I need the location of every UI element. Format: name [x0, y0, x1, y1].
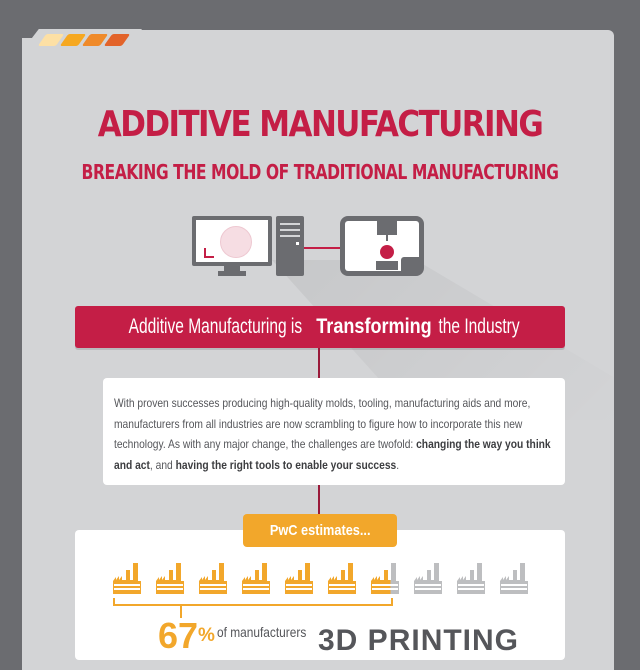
- connector-line-2: [318, 485, 320, 515]
- monitor-stand: [224, 266, 240, 272]
- page-title: ADDITIVE MANUFACTURING: [97, 104, 544, 145]
- pc-tower-icon: [276, 216, 304, 276]
- pwc-label: PwC estimates...: [243, 514, 397, 547]
- factory-icon: [457, 563, 485, 594]
- factory-icon: [113, 563, 141, 594]
- intro-paragraph: With proven successes producing high-qua…: [114, 397, 551, 472]
- monitor-base: [218, 271, 246, 276]
- factory-icon: [199, 563, 227, 594]
- factory-icon: [371, 563, 399, 594]
- stat-percentage: 67%: [158, 615, 215, 656]
- factory-icon: [242, 563, 270, 594]
- printed-object-icon: [380, 245, 394, 259]
- stat-box: [75, 530, 565, 660]
- computer-monitor-icon: [192, 216, 272, 266]
- factory-icon: [414, 563, 442, 594]
- banner-text: Additive Manufacturing is: [128, 315, 302, 338]
- intro-textbox: With proven successes producing high-qua…: [103, 378, 565, 485]
- connector-line: [318, 348, 320, 378]
- connection-cable: [304, 247, 340, 249]
- stat-headline: 3D PRINTING: [318, 624, 520, 657]
- page-subtitle: BREAKING THE MOLD OF TRADITIONAL MANUFAC…: [81, 160, 559, 184]
- factory-icon: [156, 563, 184, 594]
- axes-icon: [204, 248, 214, 258]
- section-banner: Additive Manufacturing is Transforming t…: [75, 306, 565, 348]
- 3d-printer-icon: [340, 216, 424, 276]
- stat-caption: of manufacturers: [217, 624, 307, 640]
- banner-emphasis: Transforming: [315, 315, 432, 338]
- globe-model-icon: [220, 226, 252, 258]
- factory-pictogram-row: [113, 563, 553, 595]
- percentage-bracket: [113, 598, 393, 606]
- factory-icon: [328, 563, 356, 594]
- bracket-tick: [180, 604, 182, 618]
- banner-text-end: the Industry: [438, 315, 520, 338]
- factory-icon: [500, 563, 528, 594]
- factory-icon: [285, 563, 313, 594]
